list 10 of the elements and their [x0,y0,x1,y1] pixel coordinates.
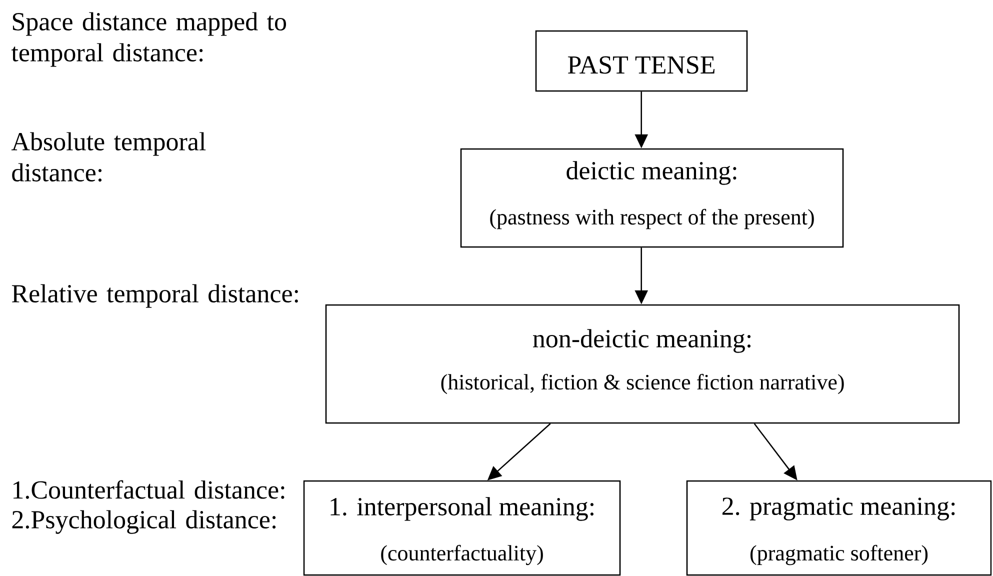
meaning-box: non-deictic meaning: (historical, fiction & science fiction narrative) [325,304,960,424]
meaning-box: deictic meaning: (pastness with respect of the present) [460,148,844,248]
meaning-box: 1. interpersonal meaning: (counterfactuality) [303,480,621,576]
side-label: Absolute temporal distance: [11,132,206,182]
side-label: 1.Counterfactual distance: [14,480,284,499]
side-label: 2.Psychological distance: [12,510,276,534]
side-label: Space distance mapped to temporal distance: [11,12,286,67]
meaning-box: PAST TENSE [535,30,748,92]
meaning-box: 2. pragmatic meaning: (pragmatic softener) [686,480,992,576]
side-label: Relative temporal distance: [12,284,298,308]
